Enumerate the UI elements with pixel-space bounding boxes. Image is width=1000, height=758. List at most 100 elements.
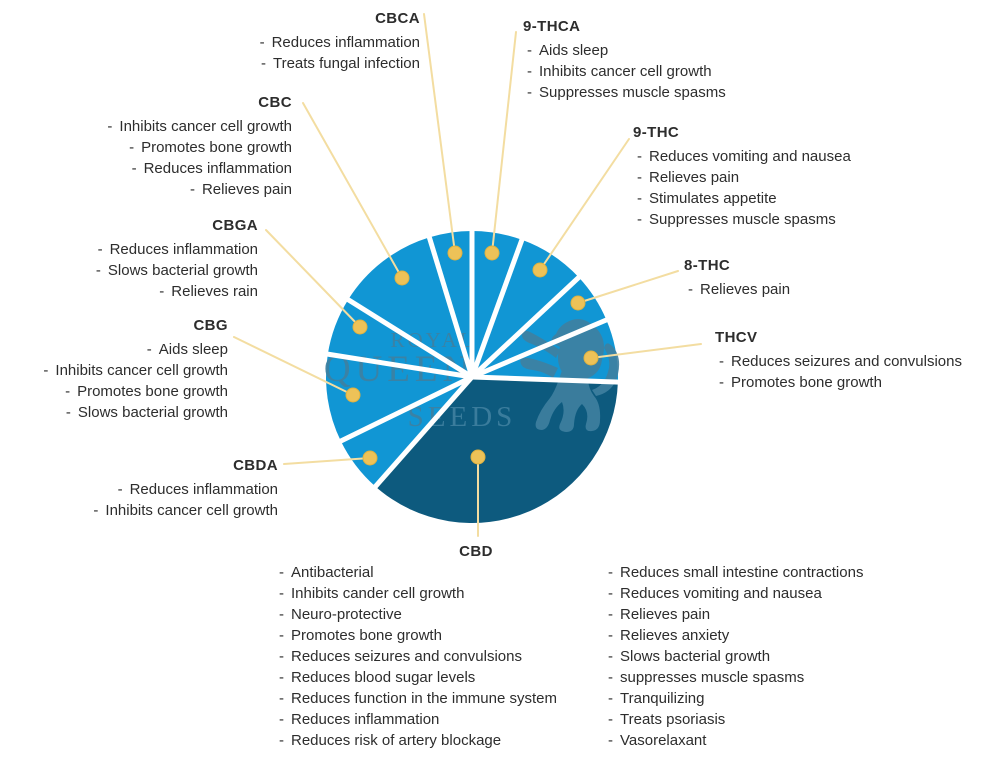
dash-bullet: - (608, 669, 613, 686)
dash-bullet: - (637, 190, 642, 207)
cannabinoid-name-thcv: THCV (715, 329, 758, 346)
divider-line (425, 231, 475, 378)
leader-line-thcv (590, 343, 702, 359)
dash-bullet: - (93, 502, 99, 519)
dash-bullet: - (637, 169, 642, 186)
effect-text: Reduces inflammation (129, 481, 278, 498)
effect-text: Reduces inflammation (271, 34, 420, 51)
effects-list-thcv: -Reduces seizures and convulsions-Promot… (715, 351, 962, 393)
effect-item: -Relieves pain (684, 279, 790, 300)
effect-text: Reduces small intestine contractions (620, 564, 864, 581)
effect-text: Tranquilizing (620, 690, 705, 707)
cannabinoid-name-8thc: 8-THC (684, 257, 731, 274)
effect-item: -Reduces inflammation (275, 709, 557, 730)
leader-line-8-thc (577, 270, 679, 304)
effect-text: Promotes bone growth (291, 627, 442, 644)
label-block-9thc: 9-THC -Reduces vomiting and nausea-Relie… (633, 122, 851, 230)
effect-text: Treats psoriasis (620, 711, 726, 728)
effect-text: Antibacterial (291, 564, 374, 581)
effect-item: -Reduces seizures and convulsions (275, 646, 557, 667)
effect-item: -Stimulates appetite (633, 188, 851, 209)
effect-item: -Reduces blood sugar levels (275, 667, 557, 688)
leader-dots (345, 245, 599, 466)
effect-text: Reduces vomiting and nausea (620, 585, 822, 602)
label-block-cbga: CBGA -Reduces inflammation-Slows bacteri… (96, 215, 258, 302)
slice-cbg (326, 354, 472, 441)
label-block-cbd-col1: -Antibacterial-Inhibits cander cell grow… (275, 562, 557, 751)
effects-list-9thca: -Aids sleep -Inhibits cancer cell growth-… (523, 40, 726, 103)
divider-line (342, 294, 474, 380)
dash-bullet: - (131, 160, 137, 177)
effects-list-cbc: -Inhibits cancer cell growth-Promotes bo… (107, 116, 292, 200)
effect-item: -Vasorelaxant (604, 730, 863, 751)
cannabinoid-name-cbca: CBCA (375, 10, 420, 27)
dash-bullet: - (65, 404, 71, 421)
effect-text: Slows bacterial growth (77, 404, 228, 421)
effect-text: Relieves rain (171, 283, 258, 300)
label-block-cbda: CBDA -Reduces inflammation-Inhibits canc… (93, 455, 278, 521)
dash-bullet: - (608, 711, 613, 728)
divider-line (471, 315, 612, 380)
effect-item: -Inhibits cancer cell growth (43, 360, 228, 381)
leader-dot-9-thca (484, 245, 500, 261)
effect-item: -Tranquilizing (604, 688, 863, 709)
effect-text: Reduces seizures and convulsions (731, 353, 962, 370)
brand-watermark: ROYAL QUEEN SEEDS (324, 319, 620, 433)
dash-bullet: - (65, 383, 71, 400)
divider-line (469, 234, 526, 378)
dash-bullet: - (719, 374, 724, 391)
effect-item: -Relieves rain (96, 281, 258, 302)
leader-dot-8-thc (570, 295, 586, 311)
dash-bullet: - (527, 42, 532, 59)
effect-text: Relieves pain (700, 281, 791, 298)
dash-bullet: - (637, 211, 642, 228)
effect-item: -Promotes bone growth (43, 381, 228, 402)
cannabinoid-name-cbc: CBC (258, 94, 292, 111)
effect-item: -Relieves anxiety (604, 625, 863, 646)
cannabinoid-name-9thc: 9-THC (633, 124, 680, 141)
effect-item: -Inhibits cancer cell growth (523, 61, 726, 82)
effect-item: -Slows bacterial growth (96, 260, 258, 281)
effect-text: Vasorelaxant (620, 732, 707, 749)
effect-text: Reduces vomiting and nausea (649, 148, 851, 165)
effect-item: -Reduces inflammation (96, 239, 258, 260)
label-block-thcv: THCV -Reduces seizures and convulsions-P… (715, 327, 962, 393)
effect-text: Reduces inflammation (291, 711, 440, 728)
effects-list-cbca: -Reduces inflammation -Treats fungal infe… (260, 32, 420, 74)
effect-text: Suppresses muscle spasms (649, 211, 836, 228)
dash-bullet: - (608, 690, 613, 707)
leader-dot-cbga (352, 319, 368, 335)
leader-dot-cbc (394, 270, 410, 286)
cannabinoid-name-cbga: CBGA (212, 217, 258, 234)
effect-item: -Reduces inflammation (107, 158, 292, 179)
dash-bullet: - (608, 627, 613, 644)
effect-item: -Reduces function in the immune system (275, 688, 557, 709)
effect-item: -Suppresses muscle spasms (523, 82, 726, 103)
dash-bullet: - (279, 690, 284, 707)
divider-line (470, 272, 585, 379)
effect-text: Relieves anxiety (620, 627, 730, 644)
effect-item: -Antibacterial (275, 562, 557, 583)
cannabinoid-name-cbd: CBD (459, 543, 493, 560)
cannabinoid-name-cbda: CBDA (233, 457, 278, 474)
effect-text: Inhibits cancer cell growth (539, 63, 712, 80)
effect-text: Aids sleep (539, 42, 609, 59)
effects-list-cbga: -Reduces inflammation-Slows bacterial gr… (96, 239, 258, 302)
effect-text: Reduces inflammation (109, 241, 258, 258)
dash-bullet: - (279, 627, 284, 644)
dash-bullet: - (43, 362, 49, 379)
effect-item: -Reduces vomiting and nausea (633, 146, 851, 167)
leader-lines (233, 13, 702, 537)
effect-text: suppresses muscle spasms (620, 669, 805, 686)
dash-bullet: - (608, 585, 613, 602)
effect-text: Inhibits cander cell growth (291, 585, 465, 602)
effect-text: Slows bacterial growth (107, 262, 258, 279)
dash-bullet: - (608, 732, 613, 749)
dash-bullet: - (97, 241, 103, 258)
dash-bullet: - (189, 181, 195, 198)
effect-text: Neuro-protective (291, 606, 402, 623)
dash-bullet: - (259, 34, 265, 51)
effect-item: -Treats fungal infection (260, 53, 420, 74)
effects-list-cbda: -Reduces inflammation-Inhibits cancer ce… (93, 479, 278, 521)
